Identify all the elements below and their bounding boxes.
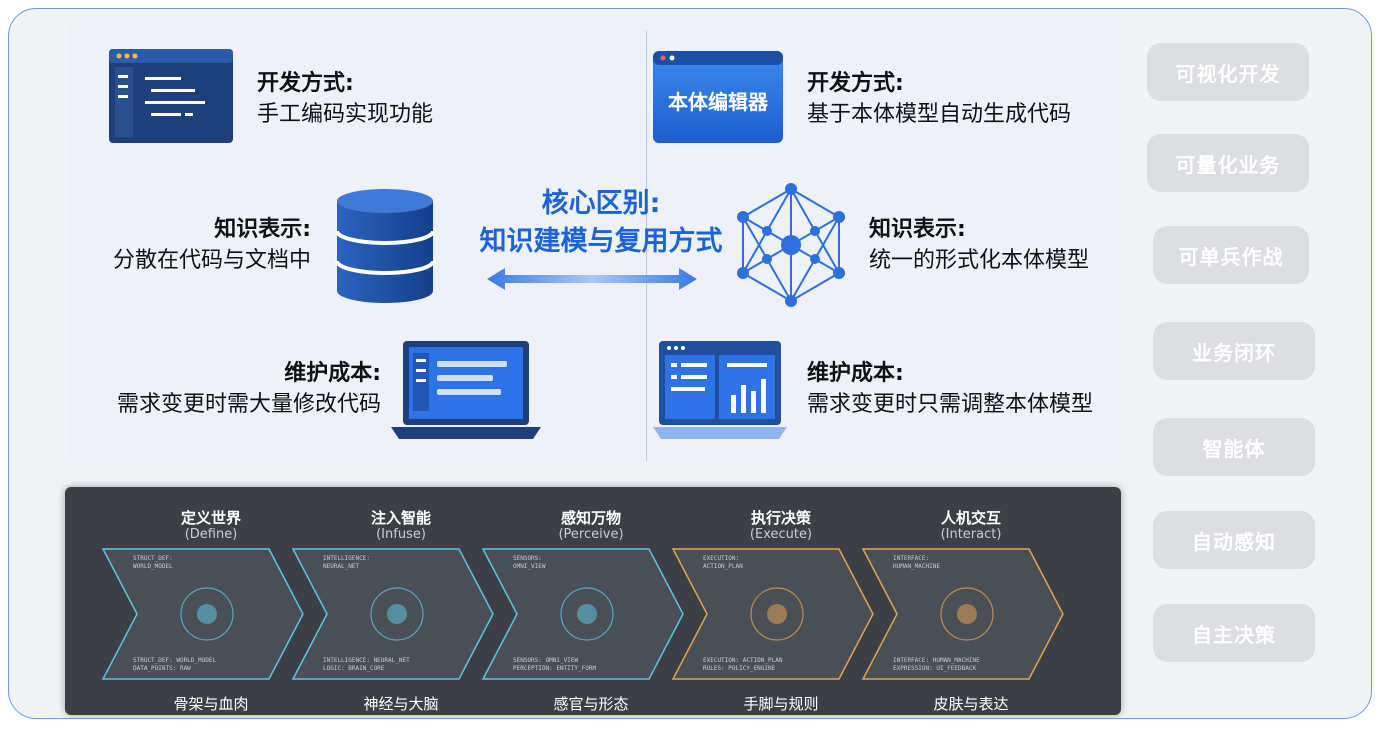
stage-title: 定义世界 [180,509,241,527]
stage-illustration-core [957,604,977,624]
right-maint-heading: 维护成本: [807,361,904,386]
stage-illustration-core [387,604,407,624]
side-button-quantify-business[interactable]: 可量化业务 [1147,134,1309,192]
center-title-line1: 核心区别: [541,188,661,219]
stage-code-bottom: EXECUTION: ACTION_PLAN RULES: POLICY_ENG… [703,657,783,672]
stage-code-bottom: STRUCT_DEF: WORLD_MODEL DATA_POINTS: RAW [133,657,217,672]
right-dev-body: 基于本体模型自动生成代码 [807,102,1072,127]
stage-subtitle: (Infuse) [376,527,426,542]
right-dev-heading: 开发方式: [807,71,904,96]
stage-footer: 感官与形态 [553,695,629,713]
left-maint-body: 需求变更时需大量修改代码 [116,392,381,417]
double-arrow-icon [487,268,697,290]
stage-footer: 骨架与血肉 [173,695,249,713]
left-dev-heading: 开发方式: [257,71,354,96]
stage-illustration-icon [750,587,804,641]
stage-subtitle: (Execute) [749,527,813,542]
stage-subtitle: (Define) [184,527,238,542]
side-button-visual-dev[interactable]: 可视化开发 [1147,43,1309,101]
left-dev-body: 手工编码实现功能 [257,102,434,127]
side-button-business-loop[interactable]: 业务闭环 [1153,322,1315,380]
pipeline-strip: 定义世界(Define) STRUCT_DEF: WORLD_MODEL STRUC… [65,487,1121,715]
right-knowledge-heading: 知识表示: [869,217,966,242]
stage-footer: 神经与大脑 [363,695,439,713]
ontology-network-icon [737,183,845,307]
stage-footer: 手脚与规则 [743,695,819,713]
stage-code-bottom: INTERFACE: HUMAN_MACHINE EXPRESSION: UI_… [893,657,980,672]
stage-code-bottom: INTELLIGENCE: NEURAL_NET LOGIC: BRAIN_CO… [323,657,410,672]
stage-illustration-core [577,604,597,624]
stage-title: 注入智能 [370,509,431,527]
right-maint-body: 需求变更时只需调整本体模型 [807,392,1094,417]
stage-code-bottom: SENSORS: OMNI_VIEW PERCEPTION: ENTITY_FO… [513,657,597,672]
database-icon [335,189,435,303]
right-knowledge-body: 统一的形式化本体模型 [869,248,1090,273]
stage-title: 执行决策 [750,509,811,527]
side-button-autonomous-decision[interactable]: 自主决策 [1153,604,1315,662]
stage-footer: 皮肤与表达 [933,695,1009,713]
ontology-editor-label: 本体编辑器 [668,90,768,114]
laptop-dashboard-icon [653,341,787,439]
stage-illustration-icon [560,587,614,641]
left-maint-heading: 维护成本: [284,361,381,386]
stage-code-top: STRUCT_DEF: WORLD_MODEL [133,555,173,570]
side-button-auto-perception[interactable]: 自动感知 [1153,511,1315,569]
left-knowledge-heading: 知识表示: [214,217,311,242]
stage-chevrons [101,548,1064,680]
laptop-code-icon [391,341,541,439]
side-button-solo-operation[interactable]: 可单兵作战 [1153,226,1309,284]
stage-illustration-icon [940,587,994,641]
stage-title: 感知万物 [560,509,621,527]
stage-illustration-icon [370,587,424,641]
code-window-icon [109,49,233,143]
ontology-editor-icon [653,51,783,143]
stage-illustration-icon [180,587,234,641]
side-button-agent[interactable]: 智能体 [1153,418,1315,476]
stage-subtitle: (Interact) [940,527,1002,542]
stage-subtitle: (Perceive) [558,527,624,542]
stage-illustration-core [767,604,787,624]
stage-code-top: INTELLIGENCE: NEURAL_NET [323,555,370,570]
stage-illustration-core [197,604,217,624]
stage-title: 人机交互 [940,509,1001,527]
left-knowledge-body: 分散在代码与文档中 [112,248,311,273]
divider-line [646,31,647,461]
stage-code-top: INTERFACE: HUMAN_MACHINE [893,555,940,570]
comparison-panel: 开发方式: 手工编码实现功能 本体编辑器 开发方式: 基于本体模型自动生成代码 … [69,23,1119,463]
center-title-line2: 知识建模与复用方式 [479,226,723,257]
stage-code-top: SENSORS: OMNI_VIEW [513,555,546,570]
outer-frame: 开发方式: 手工编码实现功能 本体编辑器 开发方式: 基于本体模型自动生成代码 … [8,8,1372,719]
stage-code-top: EXECUTION: ACTION_PLAN [703,555,743,570]
